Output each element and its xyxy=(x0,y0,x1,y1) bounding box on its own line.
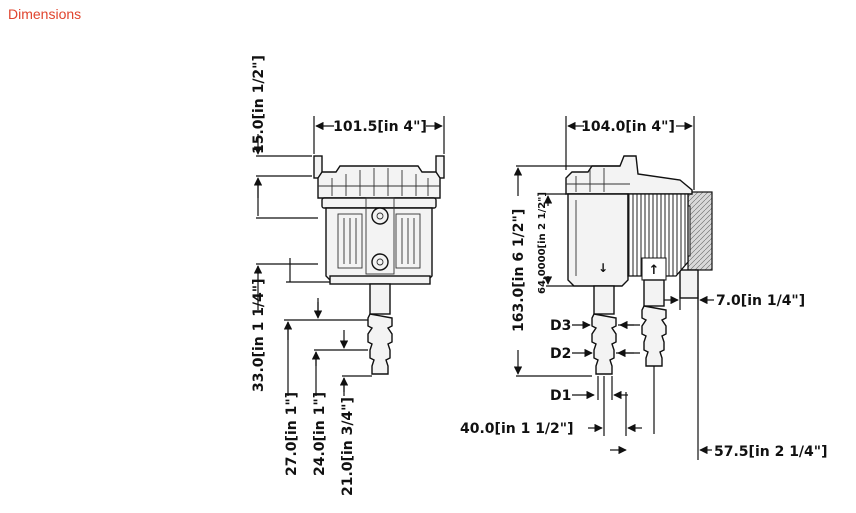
front-dimension-21: 21.0[in 3/4"] xyxy=(340,397,356,496)
diameter-d2-label: D2 xyxy=(550,346,571,362)
flow-up-arrow-icon: ↑ xyxy=(649,263,660,278)
diameter-d1-label: D1 xyxy=(550,388,571,404)
front-dimension-27: 27.0[in 1"] xyxy=(284,392,300,476)
front-body xyxy=(321,197,437,285)
flow-down-arrow-icon: ↓ xyxy=(598,261,608,275)
side-filter-screen xyxy=(627,193,689,281)
side-view: ↓ ↑ 104.0[in 4"] 163.0[in 6 1/2"] 64.000… xyxy=(460,116,827,460)
side-total-height-dimension: 163.0[in 6 1/2"] xyxy=(511,209,527,332)
side-inlet-barb xyxy=(591,285,617,375)
diameter-d3-label: D3 xyxy=(550,318,571,334)
front-cap-height-dimension: 15.0[in 1/2"] xyxy=(251,55,267,154)
side-mounting-bracket xyxy=(679,191,713,299)
side-bowl-height-dimension: 64.0000[in 2 1/2"] xyxy=(537,192,548,294)
front-dimension-24: 24.0[in 1"] xyxy=(312,392,328,476)
bracket-thickness-dimension: 7.0[in 1/4"] xyxy=(716,293,805,309)
front-view: 101.5[in 4"] 15.0[in 1/2"] 33.0[in 1 1/4… xyxy=(251,55,445,496)
front-cap xyxy=(313,155,445,199)
section-title: Dimensions xyxy=(8,6,82,22)
front-hose-barb xyxy=(367,283,393,375)
side-outlet-barb xyxy=(641,279,667,367)
side-cap xyxy=(565,155,693,195)
inlet-offset-dimension: 40.0[in 1 1/2"] xyxy=(460,421,573,437)
front-width-dimension: 101.5[in 4"] xyxy=(333,119,427,135)
outlet-offset-dimension: 57.5[in 2 1/4"] xyxy=(714,444,827,460)
front-hose-height-dimension: 33.0[in 1 1/4"] xyxy=(251,279,267,392)
side-width-dimension: 104.0[in 4"] xyxy=(581,119,675,135)
